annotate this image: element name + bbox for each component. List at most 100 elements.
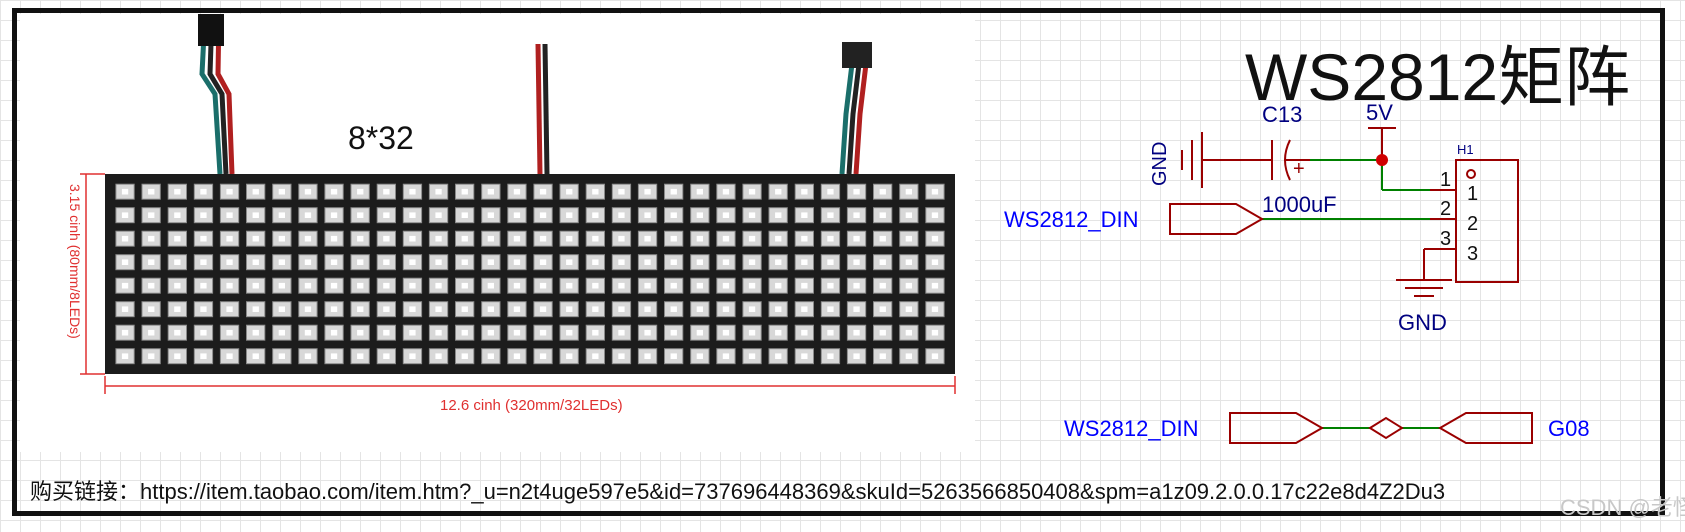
led-chip bbox=[148, 235, 155, 242]
led-chip bbox=[748, 212, 756, 218]
led-chip bbox=[513, 212, 521, 218]
cap-ref: C13 bbox=[1262, 102, 1302, 127]
cable-middle bbox=[535, 43, 550, 175]
led-chip bbox=[330, 235, 338, 242]
cap-value: 1000uF bbox=[1262, 192, 1337, 217]
net-label-g08: G08 bbox=[1548, 416, 1590, 441]
led-chip bbox=[121, 259, 129, 265]
connector-label-1: 1 bbox=[1467, 183, 1478, 205]
led-chip bbox=[827, 329, 834, 336]
watermark: CSDN @老怪 bbox=[1560, 495, 1685, 520]
led-chip bbox=[592, 259, 599, 265]
led-chip bbox=[539, 235, 547, 242]
led-chip bbox=[304, 259, 312, 265]
cable-right bbox=[839, 42, 872, 175]
led-chip bbox=[827, 259, 834, 265]
led-chip bbox=[148, 306, 155, 312]
led-chip bbox=[670, 188, 677, 195]
led-chip bbox=[696, 329, 703, 336]
led-chip bbox=[200, 329, 207, 336]
led-chip bbox=[801, 259, 808, 265]
led-chip bbox=[174, 212, 181, 218]
led-chip bbox=[905, 235, 912, 242]
led-chip bbox=[461, 282, 468, 289]
led-chip bbox=[853, 329, 860, 336]
capacitor-c13 bbox=[1240, 139, 1310, 181]
led-chip bbox=[801, 212, 808, 218]
led-chip bbox=[722, 235, 730, 242]
led-chip bbox=[618, 329, 625, 336]
led-chip bbox=[252, 188, 259, 195]
led-chip bbox=[148, 259, 155, 265]
connector-pin-1: 1 bbox=[1440, 169, 1451, 191]
led-chip bbox=[148, 282, 155, 289]
connector-label-3: 3 bbox=[1467, 243, 1478, 265]
led-chip bbox=[435, 212, 442, 218]
led-chip bbox=[513, 306, 521, 312]
cap-plus: + bbox=[1293, 158, 1305, 180]
led-chip bbox=[383, 212, 390, 218]
led-chip bbox=[566, 306, 573, 312]
led-chip bbox=[592, 329, 599, 336]
led-chip bbox=[827, 188, 834, 195]
led-chip bbox=[748, 353, 756, 359]
led-chip bbox=[722, 306, 730, 312]
led-chip bbox=[200, 235, 207, 242]
led-chip bbox=[696, 306, 703, 312]
led-chip bbox=[566, 212, 573, 218]
sheet-title: WS2812矩阵 bbox=[1245, 40, 1631, 114]
led-chip bbox=[252, 282, 259, 289]
led-chip bbox=[801, 235, 808, 242]
led-chip bbox=[278, 188, 285, 195]
led-chip bbox=[383, 306, 390, 312]
led-chip bbox=[801, 329, 808, 336]
power-label: 5V bbox=[1366, 100, 1393, 125]
led-chip bbox=[174, 188, 181, 195]
connector-pin-3: 3 bbox=[1440, 228, 1451, 250]
led-chip bbox=[748, 235, 756, 242]
led-chip bbox=[513, 235, 521, 242]
led-chip bbox=[383, 259, 390, 265]
led-chip bbox=[644, 188, 651, 195]
led-chip bbox=[435, 259, 442, 265]
led-chip bbox=[566, 329, 573, 336]
led-chip bbox=[853, 235, 860, 242]
led-chip bbox=[278, 329, 285, 336]
led-chip bbox=[566, 235, 573, 242]
width-dimension bbox=[104, 376, 956, 394]
purchase-link[interactable]: 购买链接：https://item.taobao.com/item.htm?_u… bbox=[30, 479, 1446, 504]
led-chip bbox=[487, 235, 494, 242]
led-chip bbox=[748, 282, 756, 289]
led-chip bbox=[252, 329, 259, 336]
led-chip bbox=[461, 235, 468, 242]
led-chip bbox=[252, 235, 259, 242]
led-chip bbox=[200, 353, 207, 359]
product-photo: 8*32 3.15 cinh (80mm/8LEDs) 12.6 cinh (3… bbox=[20, 13, 975, 452]
led-chip bbox=[696, 282, 703, 289]
led-chip bbox=[775, 329, 782, 336]
led-chip bbox=[330, 306, 338, 312]
led-chip bbox=[592, 235, 599, 242]
height-label: 3.15 cinh (80mm/8LEDs) bbox=[67, 184, 83, 339]
led-chip bbox=[827, 235, 834, 242]
led-chip bbox=[618, 188, 625, 195]
led-chip bbox=[931, 306, 939, 312]
led-chip bbox=[409, 282, 416, 289]
connector-label-2: 2 bbox=[1467, 213, 1478, 235]
led-chip bbox=[539, 188, 547, 195]
led-chip bbox=[383, 282, 390, 289]
led-chip bbox=[487, 329, 494, 336]
led-chip bbox=[330, 212, 338, 218]
height-dimension bbox=[80, 173, 105, 375]
led-chip bbox=[226, 353, 233, 359]
led-chip bbox=[200, 212, 207, 218]
led-chip bbox=[174, 282, 181, 289]
led-chip bbox=[775, 259, 782, 265]
connector-ref: H1 bbox=[1457, 142, 1474, 157]
led-chip bbox=[357, 188, 364, 195]
junction-dot bbox=[1376, 154, 1388, 166]
led-chip bbox=[853, 306, 860, 312]
net-label-din-2: WS2812_DIN bbox=[1064, 416, 1199, 441]
net-port-din-2 bbox=[1229, 412, 1325, 444]
led-chip bbox=[905, 259, 912, 265]
